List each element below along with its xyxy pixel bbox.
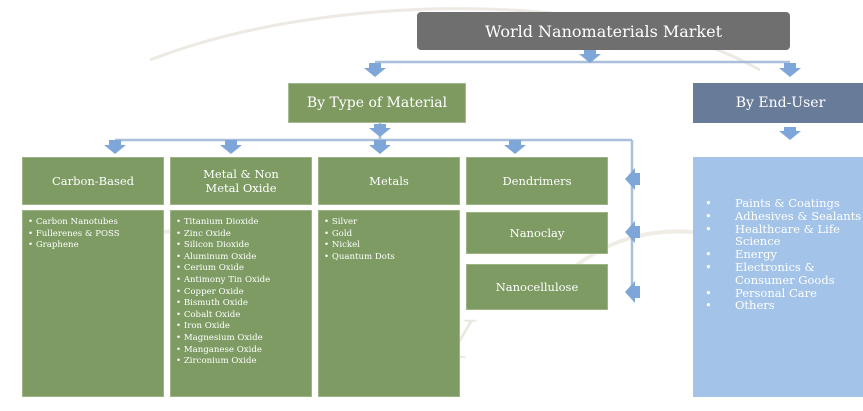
arrow-left-icon — [625, 281, 640, 303]
category-metal-oxide: Metal & Non Metal Oxide — [170, 157, 312, 205]
by-end-user-box: By End-User — [693, 83, 863, 123]
list-item: Electronics & Consumer Goods — [705, 261, 863, 287]
arrow-down-icon — [220, 140, 242, 154]
category-nanocellulose: Nanocellulose — [466, 264, 608, 310]
arrow-down-icon — [369, 124, 391, 137]
category-metals: Metals — [318, 157, 460, 205]
category-label: Metal & Non Metal Oxide — [203, 166, 279, 195]
carbon-based-list: Carbon Nanotubes Fullerenes & POSS Graph… — [22, 210, 164, 397]
by-end-user-label: By End-User — [735, 95, 826, 111]
by-type-box: By Type of Material — [288, 83, 466, 123]
list-item: Aluminum Oxide — [176, 252, 311, 264]
list-item: Fullerenes & POSS — [28, 229, 163, 241]
arrow-down-icon — [504, 140, 526, 154]
arrow-down-icon — [579, 50, 601, 63]
end-user-list: Paints & Coatings Adhesives & Sealants H… — [693, 157, 863, 397]
list-item: Energy — [705, 248, 863, 261]
arrow-down-icon — [369, 140, 391, 154]
list-item: Carbon Nanotubes — [28, 217, 163, 229]
list-item: Adhesives & Sealants — [705, 209, 863, 223]
by-type-label: By Type of Material — [306, 95, 448, 111]
list-item: Personal Care — [705, 286, 863, 300]
list-item: Nickel — [324, 240, 459, 252]
list-item: Silicon Dioxide — [176, 240, 311, 252]
list-item: Others — [705, 299, 863, 312]
arrow-left-icon — [625, 168, 640, 190]
list-item: Antimony Tin Oxide — [176, 275, 311, 287]
category-dendrimers: Dendrimers — [466, 157, 608, 205]
list-item: Manganese Oxide — [176, 345, 311, 357]
list-item: Graphene — [28, 240, 163, 252]
list-item: Cerium Oxide — [176, 263, 311, 275]
list-item: Magnesium Oxide — [176, 333, 311, 345]
list-item: Zinc Oxide — [176, 229, 311, 241]
list-item: Zirconium Oxide — [176, 356, 311, 368]
category-carbon-based: Carbon-Based — [22, 157, 164, 205]
list-item: Paints & Coatings — [705, 197, 863, 210]
category-label: Nanoclay — [509, 225, 565, 240]
arrow-down-icon — [104, 140, 126, 154]
list-item: Gold — [324, 229, 459, 241]
market-title: World Nanomaterials Market — [484, 21, 723, 41]
arrow-left-icon — [625, 221, 640, 243]
metals-list: Silver Gold Nickel Quantum Dots — [318, 210, 460, 397]
list-item: Bismuth Oxide — [176, 298, 311, 310]
arrow-down-icon — [779, 63, 801, 77]
category-nanoclay: Nanoclay — [466, 212, 608, 254]
category-label: Metals — [369, 173, 409, 188]
category-label: Dendrimers — [502, 173, 572, 188]
list-item: Copper Oxide — [176, 287, 311, 299]
arrow-down-icon — [779, 127, 801, 140]
metal-oxide-list: Titanium Dioxide Zinc Oxide Silicon Diox… — [170, 210, 312, 397]
category-label: Carbon-Based — [51, 173, 135, 188]
list-item: Silver — [324, 217, 459, 229]
list-item: Quantum Dots — [324, 252, 459, 264]
category-label: Nanocellulose — [495, 279, 579, 294]
arrow-down-icon — [364, 63, 386, 77]
market-title-box: World Nanomaterials Market — [417, 12, 790, 50]
list-item: Titanium Dioxide — [176, 217, 311, 229]
list-item: Cobalt Oxide — [176, 310, 311, 322]
list-item: Iron Oxide — [176, 321, 311, 333]
list-item: Healthcare & Life Science — [705, 222, 863, 249]
